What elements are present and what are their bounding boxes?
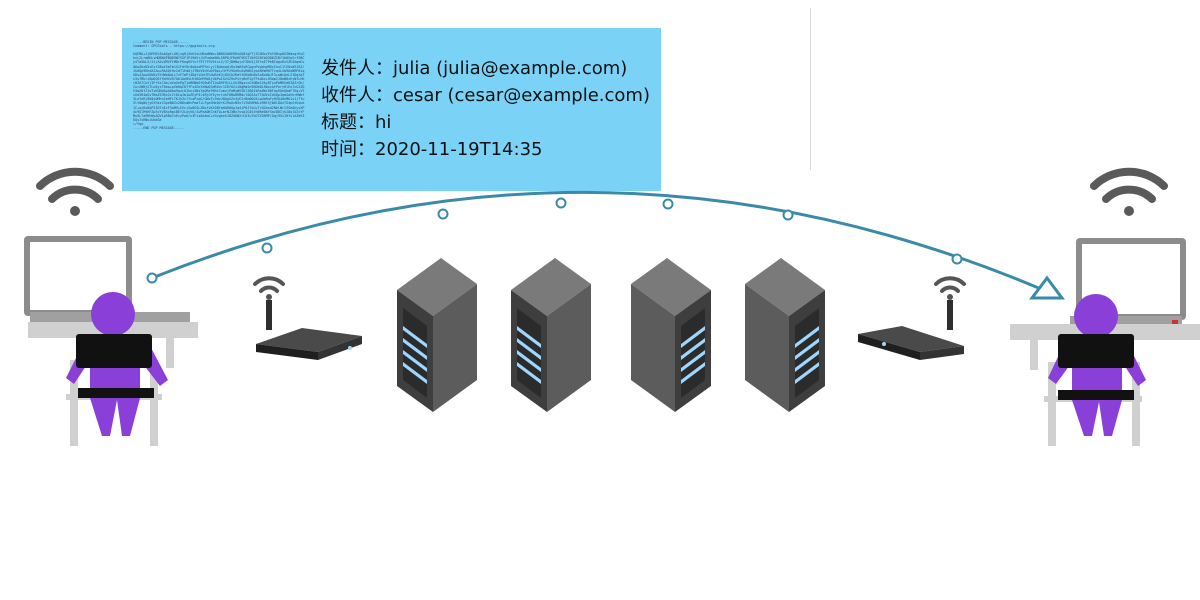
subject-label: 标题：: [321, 112, 375, 133]
pgp-body: hQEMA+JjNFHDl8sAQgf+OKjzgHjXhhSsLUBadBWz…: [133, 52, 305, 122]
path-node: [261, 242, 273, 254]
wifi-icon: [1090, 167, 1168, 216]
from-value: julia (julia@example.com): [393, 58, 628, 79]
path-node: [146, 272, 158, 284]
encrypted-message-panel: [122, 28, 661, 191]
server-icon: [631, 258, 711, 412]
server-icon: [511, 258, 591, 412]
path-node: [437, 208, 449, 220]
from-label: 发件人：: [321, 58, 393, 79]
router-icon: [253, 276, 362, 360]
server-icon: [397, 258, 477, 412]
router-icon: [858, 276, 966, 360]
subject-row: 标题：hi: [321, 109, 650, 136]
person-icon: [1048, 294, 1146, 436]
divider-line: [810, 8, 811, 170]
arrow-head-icon: [1029, 275, 1065, 300]
to-label: 收件人：: [321, 85, 393, 106]
path-node: [951, 253, 963, 265]
pgp-ciphertext: -----BEGIN PGP MESSAGE----- Comment: GPG…: [133, 40, 305, 180]
time-label: 时间：: [321, 139, 375, 160]
path-node: [555, 197, 567, 209]
path-node: [782, 209, 794, 221]
to-row: 收件人：cesar (cesar@example.com): [321, 82, 650, 109]
subject-value: hi: [375, 112, 392, 133]
server-icon: [745, 258, 825, 412]
time-value: 2020-11-19T14:35: [375, 139, 543, 160]
path-nodes: [146, 197, 963, 284]
wifi-icon: [36, 167, 114, 216]
transmission-path: [151, 190, 1049, 294]
person-icon: [66, 292, 168, 436]
time-row: 时间：2020-11-19T14:35: [321, 136, 650, 163]
pgp-tail: =/Yqw: [133, 121, 144, 126]
path-node: [662, 198, 674, 210]
from-row: 发件人：julia (julia@example.com): [321, 55, 650, 82]
to-value: cesar (cesar@example.com): [393, 85, 650, 106]
message-headers: 发件人：julia (julia@example.com) 收件人：cesar …: [321, 55, 650, 163]
pgp-begin-line: -----BEGIN PGP MESSAGE-----: [133, 40, 189, 44]
pgp-comment-line: Comment: GPGTools - https://gpgtools.org: [133, 44, 215, 49]
pgp-end-line: -----END PGP MESSAGE-----: [133, 125, 185, 130]
